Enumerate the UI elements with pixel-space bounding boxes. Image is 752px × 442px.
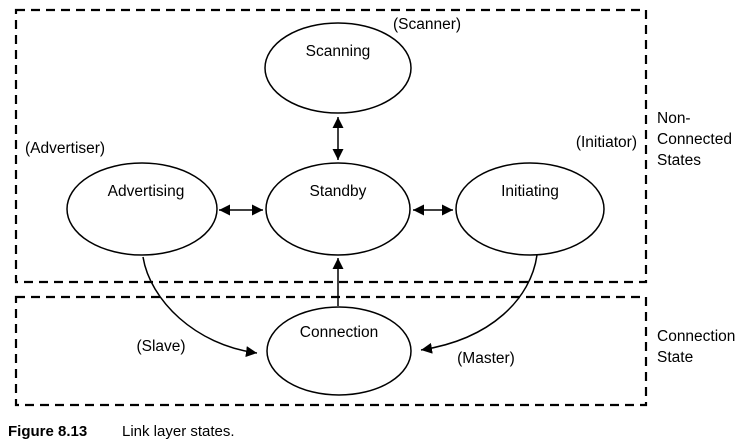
connection-ellipse (266, 306, 412, 396)
slave-role-label: (Slave) (136, 338, 185, 355)
scanning-ellipse (264, 22, 412, 114)
figure-caption-number: Figure 8.13 (8, 423, 87, 440)
connection-state-label-line-2: State (657, 349, 693, 366)
non-connected-states-group-label: Non- Connected States (657, 110, 732, 169)
figure-caption: Figure 8.13 Link layer states. (8, 423, 235, 440)
arrow-advertising-connection-slave (142, 256, 258, 358)
advertising-ellipse (66, 162, 218, 256)
non-connected-label-line-2: Connected (657, 131, 732, 148)
master-role-label: (Master) (457, 350, 515, 367)
connection-state-label: Connection (300, 324, 378, 341)
non-connected-states-box (14, 8, 648, 284)
standby-ellipse (265, 162, 411, 256)
state-node-scanning: Scanning (264, 22, 412, 114)
state-node-advertising: Advertising (66, 162, 218, 256)
advertising-state-label: Advertising (108, 183, 185, 200)
initiator-role-label: (Initiator) (576, 134, 637, 151)
connection-state-group-label: Connection State (657, 328, 735, 366)
initiating-ellipse (455, 162, 605, 256)
non-connected-label-line-3: States (657, 152, 701, 169)
state-node-standby: Standby (265, 162, 411, 256)
scanning-state-label: Scanning (306, 43, 371, 60)
advertiser-role-label: (Advertiser) (25, 140, 105, 157)
state-node-initiating: Initiating (455, 162, 605, 256)
scanner-role-label: (Scanner) (393, 16, 461, 33)
initiating-state-label: Initiating (501, 183, 559, 200)
connection-state-box (14, 295, 648, 407)
figure-caption-text: Link layer states. (122, 423, 235, 440)
non-connected-label-line-1: Non- (657, 110, 691, 127)
arrow-initiating-connection-master (420, 254, 538, 354)
state-node-connection: Connection (266, 306, 412, 396)
standby-state-label: Standby (310, 183, 367, 200)
connection-state-label-line-1: Connection (657, 328, 735, 345)
